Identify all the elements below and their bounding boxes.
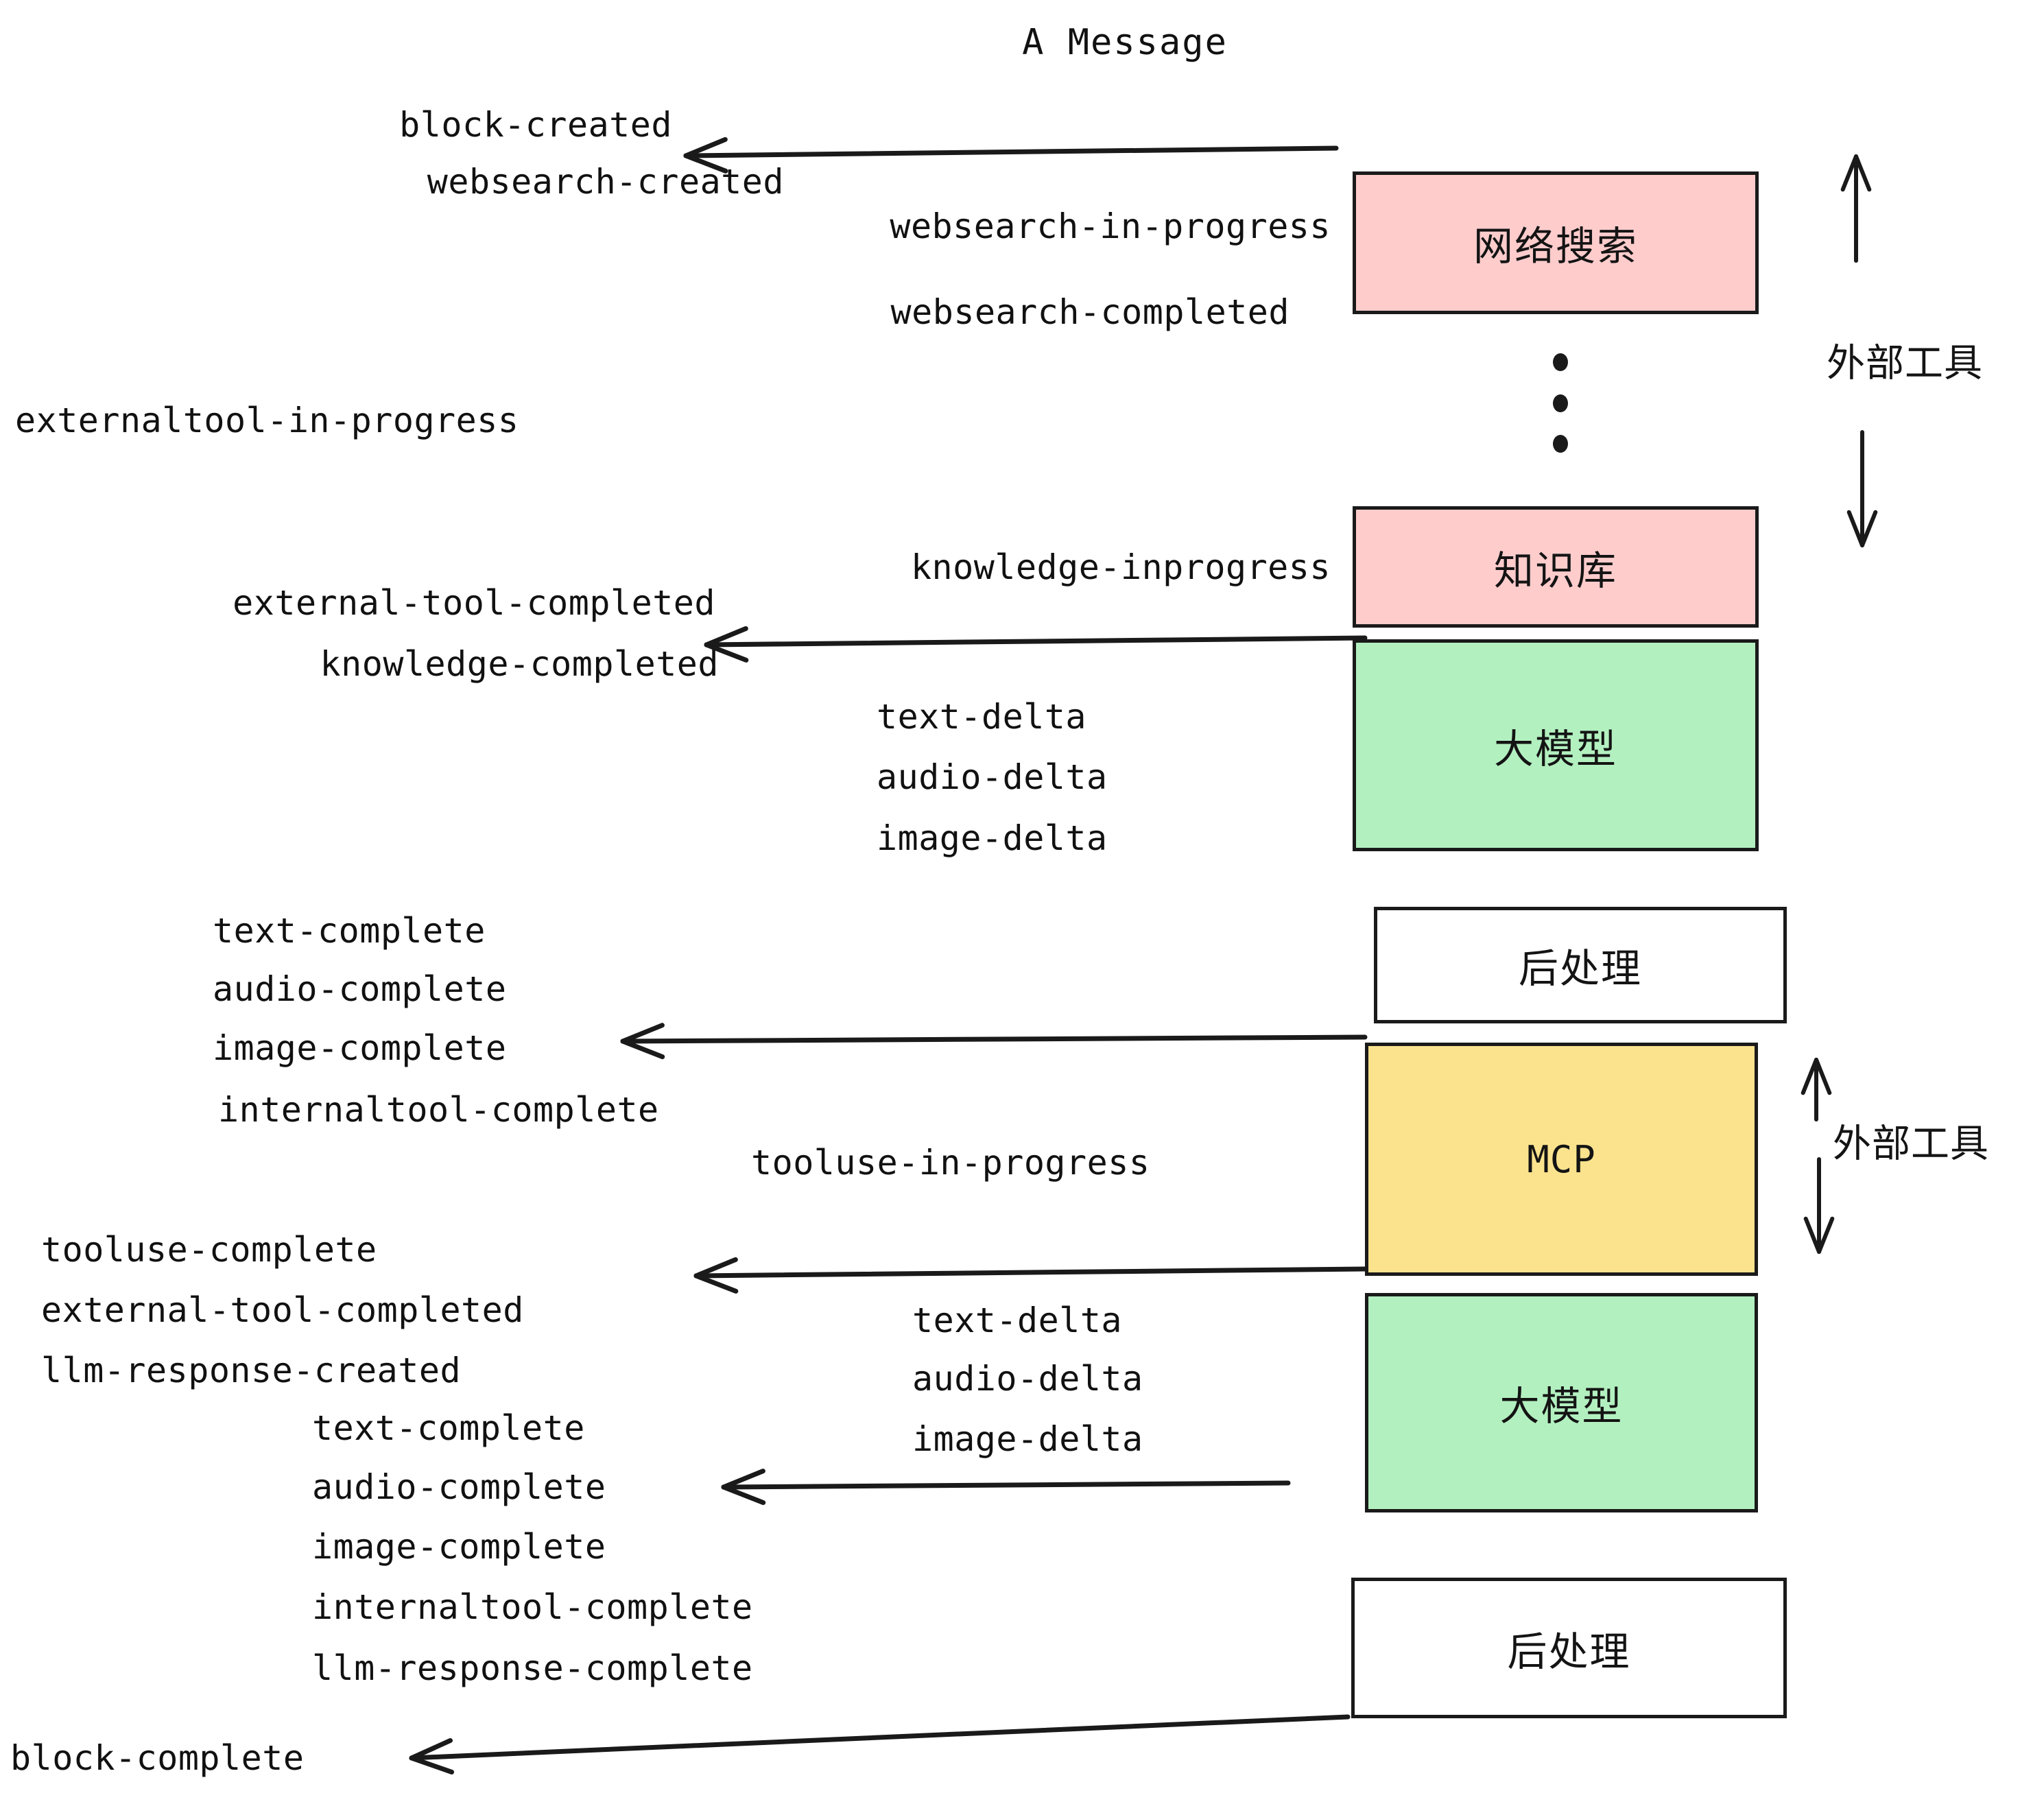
arrow-image-complete: [620, 1023, 1368, 1060]
bracket-bottom-down: [1803, 1157, 1835, 1254]
event-label-block-complete: block-complete: [10, 1738, 305, 1778]
event-label-external-tool-completed-1: external-tool-completed: [233, 583, 715, 623]
event-label-image-delta-1: image-delta: [877, 818, 1108, 858]
dot-icon: [1553, 435, 1568, 453]
event-label-internaltool-complete-1: internaltool-complete: [218, 1090, 659, 1130]
box-label: 后处理: [1518, 945, 1642, 992]
box-postprocess-2: 后处理: [1351, 1578, 1787, 1718]
box-llm-2: 大模型: [1365, 1293, 1758, 1512]
box-postprocess-1: 后处理: [1374, 907, 1787, 1023]
box-llm-1: 大模型: [1353, 639, 1759, 851]
box-mcp: MCP: [1365, 1043, 1758, 1276]
arrow-block-complete: [409, 1714, 1351, 1775]
group-label-external-tools-top: 外部工具: [1827, 341, 1983, 386]
box-label: 大模型: [1499, 1383, 1624, 1429]
event-label-text-complete-2: text-complete: [312, 1408, 585, 1448]
event-label-external-tool-completed-2: external-tool-completed: [41, 1290, 524, 1330]
dot-icon: [1553, 394, 1568, 412]
event-label-text-complete-1: text-complete: [213, 911, 486, 951]
arrow-knowledge-completed: [704, 626, 1368, 663]
event-label-llm-response-created: llm-response-created: [41, 1351, 462, 1390]
event-label-image-complete-1: image-complete: [213, 1028, 507, 1068]
bracket-bottom-up: [1801, 1058, 1832, 1121]
event-label-audio-delta-1: audio-delta: [877, 757, 1108, 797]
box-label: 大模型: [1493, 725, 1617, 772]
event-label-image-delta-2: image-delta: [912, 1419, 1143, 1459]
event-label-text-delta-2: text-delta: [912, 1301, 1123, 1340]
event-label-llm-response-complete: llm-response-complete: [312, 1648, 753, 1688]
page-title: A Message: [1022, 22, 1228, 63]
group-label-external-tools-bottom: 外部工具: [1833, 1121, 1989, 1167]
event-label-audio-complete-1: audio-complete: [213, 969, 507, 1009]
arrow-tooluse-complete: [693, 1257, 1368, 1294]
event-label-websearch-completed: websearch-completed: [890, 292, 1290, 332]
arrow-audio-complete: [721, 1469, 1291, 1506]
event-label-knowledge-completed: knowledge-completed: [320, 644, 719, 684]
vertical-ellipsis-icon: [1553, 353, 1568, 453]
box-label: 网络搜索: [1473, 223, 1638, 270]
box-label: 知识库: [1493, 547, 1617, 594]
event-label-audio-complete-2: audio-complete: [312, 1467, 606, 1507]
bracket-top-up: [1840, 154, 1872, 263]
event-label-block-created: block-created: [399, 105, 672, 145]
event-label-tooluse-in-progress: tooluse-in-progress: [751, 1143, 1150, 1183]
event-label-internaltool-complete-2: internaltool-complete: [312, 1587, 753, 1627]
event-label-websearch-in-progress: websearch-in-progress: [890, 206, 1331, 246]
box-websearch: 网络搜索: [1353, 171, 1759, 314]
box-label: MCP: [1527, 1137, 1596, 1181]
event-label-tooluse-complete: tooluse-complete: [41, 1230, 377, 1270]
event-label-externaltool-in-progress: externaltool-in-progress: [15, 401, 519, 440]
event-label-image-complete-2: image-complete: [312, 1527, 606, 1567]
event-label-text-delta-1: text-delta: [877, 697, 1087, 737]
event-label-websearch-created: websearch-created: [427, 162, 784, 202]
bracket-top-down: [1846, 430, 1878, 547]
box-knowledge: 知识库: [1353, 506, 1759, 628]
event-label-knowledge-inprogress: knowledge-inprogress: [910, 547, 1331, 587]
event-label-audio-delta-2: audio-delta: [912, 1359, 1143, 1399]
dot-icon: [1553, 353, 1568, 371]
box-label: 后处理: [1507, 1628, 1631, 1675]
